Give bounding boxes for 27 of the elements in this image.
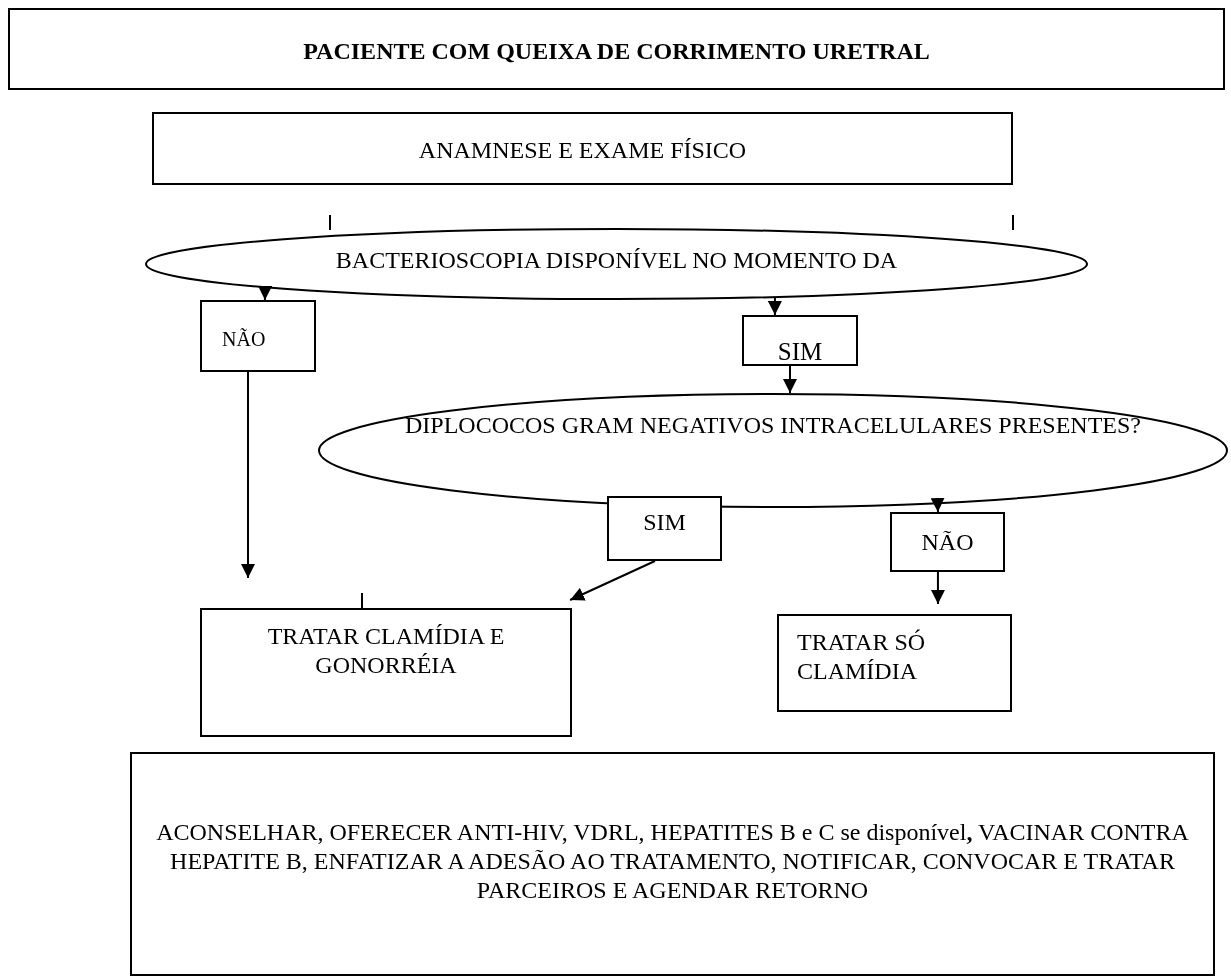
answer-box bbox=[200, 300, 316, 372]
node-text: TRATAR SÓ CLAMÍDIA bbox=[797, 628, 927, 686]
node-text: NÃO bbox=[920, 528, 975, 557]
node-text: SIM bbox=[776, 337, 824, 367]
answer-box bbox=[607, 496, 722, 561]
arrow bbox=[783, 365, 797, 395]
arrow bbox=[767, 296, 782, 316]
node-text: NÃO bbox=[222, 327, 267, 351]
node-text: TRATAR CLAMÍDIA E GONORRÉIA bbox=[266, 622, 506, 680]
node-text: PACIENTE COM QUEIXA DE CORRIMENTO URETRAL bbox=[302, 37, 931, 66]
answer-box bbox=[890, 512, 1005, 572]
arrow bbox=[258, 285, 273, 301]
node-text: ANAMNESE E EXAME FÍSICO bbox=[417, 136, 748, 165]
answer-box bbox=[742, 315, 858, 366]
process-box bbox=[130, 752, 1215, 976]
process-box bbox=[777, 614, 1012, 712]
node-text: ACONSELHAR, OFERECER ANTI-HIV, VDRL, HEPATITES B e C se disponível, VACINAR CONTRA HEPATITE B, ENFATIZAR A ADESÃO AO TRATAMENTO, NOTIFICAR, CONVOCAR E TRATAR PARCEIROS E AGENDAR RETORNO bbox=[155, 818, 1190, 905]
node-text: DIPLOCOCOS GRAM NEGATIVOS INTRACELULARES PRESENTES? bbox=[404, 411, 1142, 440]
node-text: BACTERIOSCOPIA DISPONÍVEL NO MOMENTO DA bbox=[334, 246, 899, 275]
process-box bbox=[152, 112, 1013, 185]
title-box bbox=[8, 8, 1225, 90]
arrow bbox=[930, 497, 945, 513]
node-text: SIM bbox=[642, 508, 687, 537]
process-box bbox=[200, 608, 572, 737]
arrow bbox=[569, 560, 656, 601]
arrow bbox=[241, 371, 255, 579]
arrow bbox=[930, 571, 945, 605]
